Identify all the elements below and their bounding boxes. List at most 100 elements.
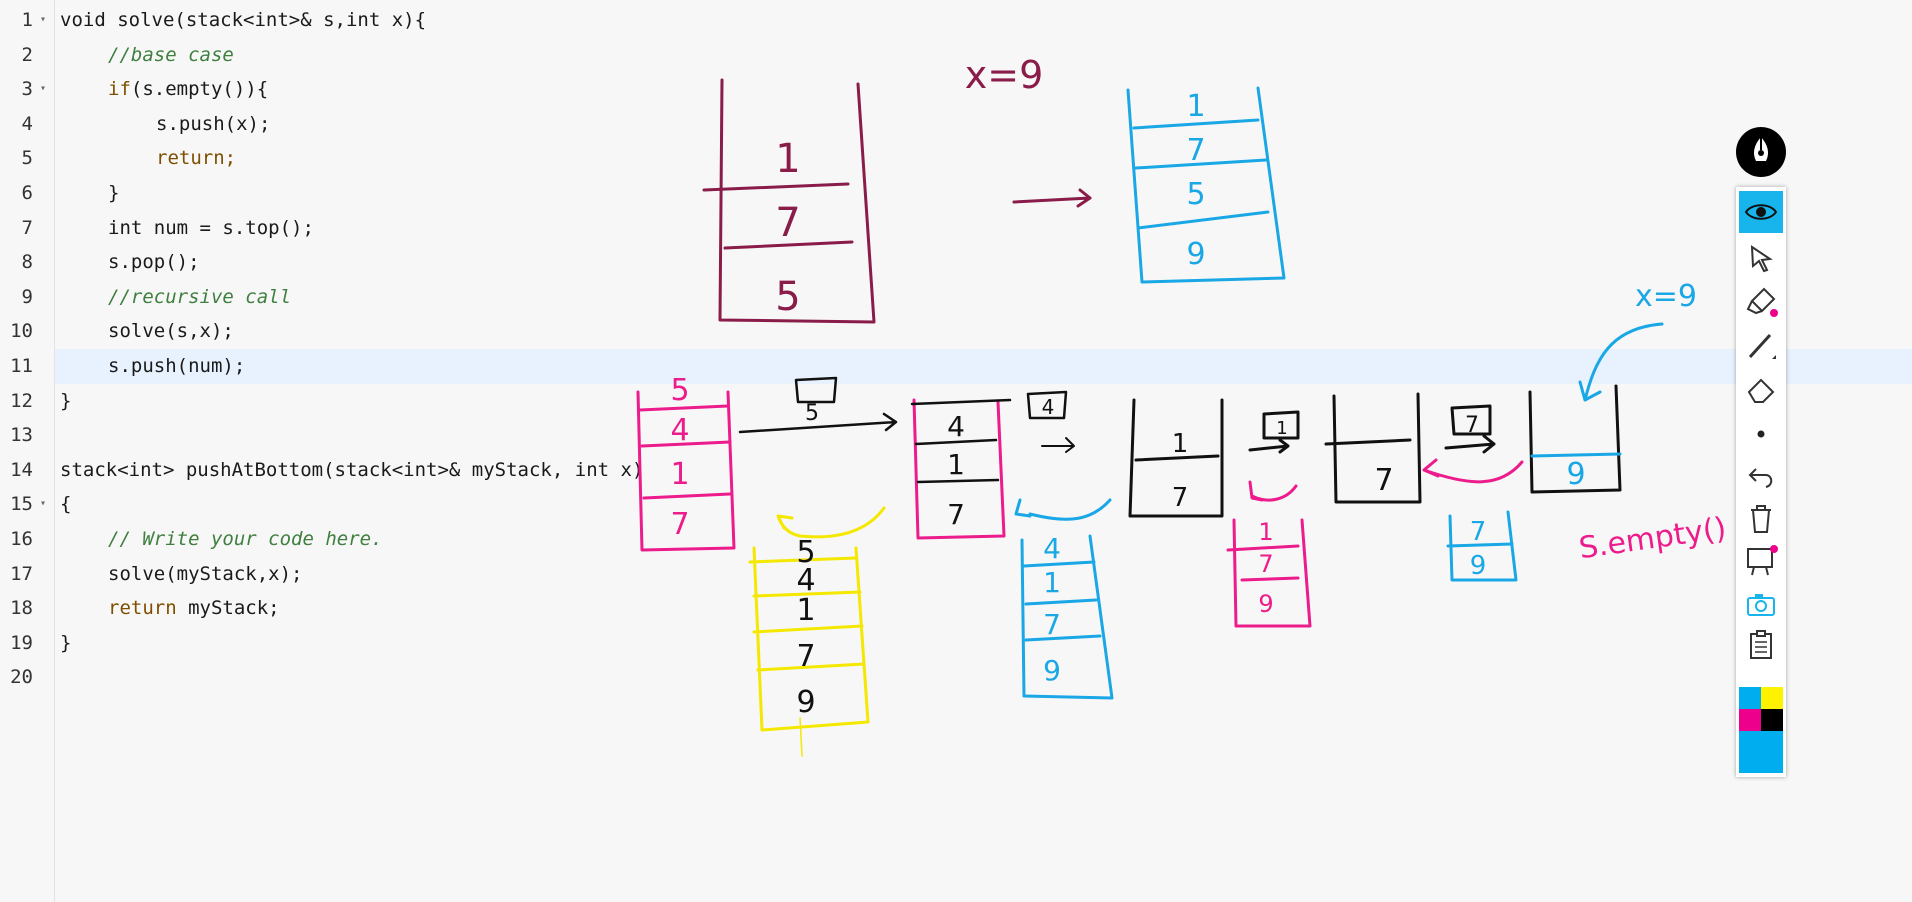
stack-b-pink-value: 9 [1258,590,1273,618]
code-line[interactable]: 6} [0,176,1912,211]
line-number: 16 [10,528,33,550]
code-line[interactable]: 20 [0,660,1912,695]
stack-yellow-value: 1 [796,593,815,628]
code-text[interactable]: return; [156,147,237,170]
code-text[interactable]: s.push(x); [156,112,271,135]
curved-arrow-icon [776,506,886,539]
code-line[interactable]: 1▾void solve(stack<int>& s,int x){ [0,3,1912,38]
line-number: 17 [10,562,33,585]
stack-yellow-value: 4 [796,563,815,598]
code-text[interactable]: s.pop(); [108,251,200,274]
eye-icon[interactable] [1739,191,1783,233]
line-icon[interactable] [1739,325,1783,367]
arrow-right-icon [738,412,898,434]
stack-a-blue-value: 9 [1043,654,1061,687]
stack-a-blue-value: 4 [1043,532,1061,565]
undo-icon[interactable] [1739,455,1783,497]
code-text[interactable]: int num = s.top(); [108,216,314,239]
code-line[interactable]: 15 ▾ { [0,487,1912,522]
code-text[interactable]: void solve(stack<int>& s,int x){ [60,9,427,31]
code-text[interactable]: stack<int> pushAtBottom(stack<int>& mySt… [60,458,644,481]
stack-result-drawing [1126,86,1664,402]
code-line[interactable]: 2 //base case [0,38,1912,73]
stack-initial-value: 5 [775,274,800,320]
code-text[interactable]: } [60,631,72,654]
stack-b-value: 1 [1172,429,1189,459]
code-line[interactable]: 19} [0,626,1912,661]
color-swatch-magenta[interactable] [1739,709,1761,731]
stack-pink-value: 1 [670,457,689,492]
code-line[interactable]: 12} [0,384,1912,419]
color-swatch-cyan[interactable] [1739,687,1761,709]
pen-logo-icon[interactable] [1736,127,1786,177]
stack-c-value: 7 [1374,463,1393,498]
line-number: 2 [21,43,33,66]
stack-c-blue-value: 7 [1470,517,1487,547]
stack-a-value: 1 [947,448,965,481]
code-text[interactable]: //base case [108,43,234,66]
s-empty-label: S.empty() [1577,511,1729,566]
arrow-right-icon [1444,434,1496,454]
fold-arrow-icon[interactable]: ▾ [40,14,47,25]
line-number: 10 [10,320,33,343]
eraser-icon[interactable] [1739,369,1783,411]
code-line[interactable]: 10 solve(s,x); [0,314,1912,349]
code-text[interactable]: // Write your code here. [108,528,383,550]
stack-initial-drawing [702,78,1092,324]
box-7-drawing [1450,404,1492,436]
pointer-icon[interactable] [1739,237,1783,279]
stack-yellow-value: 9 [796,685,815,720]
code-line[interactable]: 16 // Write your code here. [0,522,1912,557]
annotation-toolbar [1736,187,1786,777]
stack-b-pink-value: 1 [1258,518,1273,546]
board-icon[interactable] [1739,539,1783,581]
color-swatch-black[interactable] [1761,709,1783,731]
code-line[interactable]: 13 [0,418,1912,453]
stack-initial-value: 7 [775,200,800,246]
line-number: 6 [21,182,33,204]
code-line[interactable]: 3▾if(s.empty()){ [0,72,1912,107]
fold-arrow-icon[interactable]: ▾ [40,83,47,95]
trash-icon[interactable] [1739,497,1783,539]
code-line[interactable]: 9//recursive call [0,280,1912,315]
code-text[interactable]: } [108,182,120,204]
line-number: 15 [10,493,33,516]
color-swatch-yellow[interactable] [1761,687,1783,709]
x-equals-label: x=9 [1635,279,1697,314]
code-text[interactable]: solve(s,x); [108,320,234,343]
line-number: 20 [10,666,33,689]
code-text[interactable]: s.push(num); [108,355,246,377]
camera-icon[interactable] [1739,583,1783,625]
stack-b-pink-drawing [1226,480,1312,628]
stack-b-pink-value: 7 [1258,550,1273,578]
stack-yellow-value: 5 [796,535,815,570]
stack-b-value: 7 [1172,483,1189,513]
line-number: 11 [10,355,33,377]
stack-pink-value: 5 [670,373,689,408]
stack-b-drawing [1128,398,1300,518]
code-text[interactable]: //recursive call [108,285,292,308]
stack-pink-value: 7 [670,507,689,542]
active-color-swatch[interactable] [1739,731,1783,773]
code-line[interactable]: 17 solve(myStack,x); [0,557,1912,592]
code-text[interactable]: } [60,389,72,412]
code-text[interactable]: return myStack; [108,597,280,620]
x-equals-label: x=9 [965,53,1044,97]
stack-yellow-drawing [748,506,886,732]
fold-arrow-icon[interactable]: ▾ [40,498,47,510]
code-text[interactable]: if(s.empty()){ [108,78,269,101]
code-text[interactable]: solve(myStack,x); [108,562,303,585]
stack-result-value: 5 [1186,177,1205,212]
dot-icon[interactable] [1739,413,1783,455]
code-text[interactable]: { [60,493,72,516]
clipboard-icon[interactable] [1739,623,1783,665]
marker-icon[interactable] [1739,281,1783,323]
